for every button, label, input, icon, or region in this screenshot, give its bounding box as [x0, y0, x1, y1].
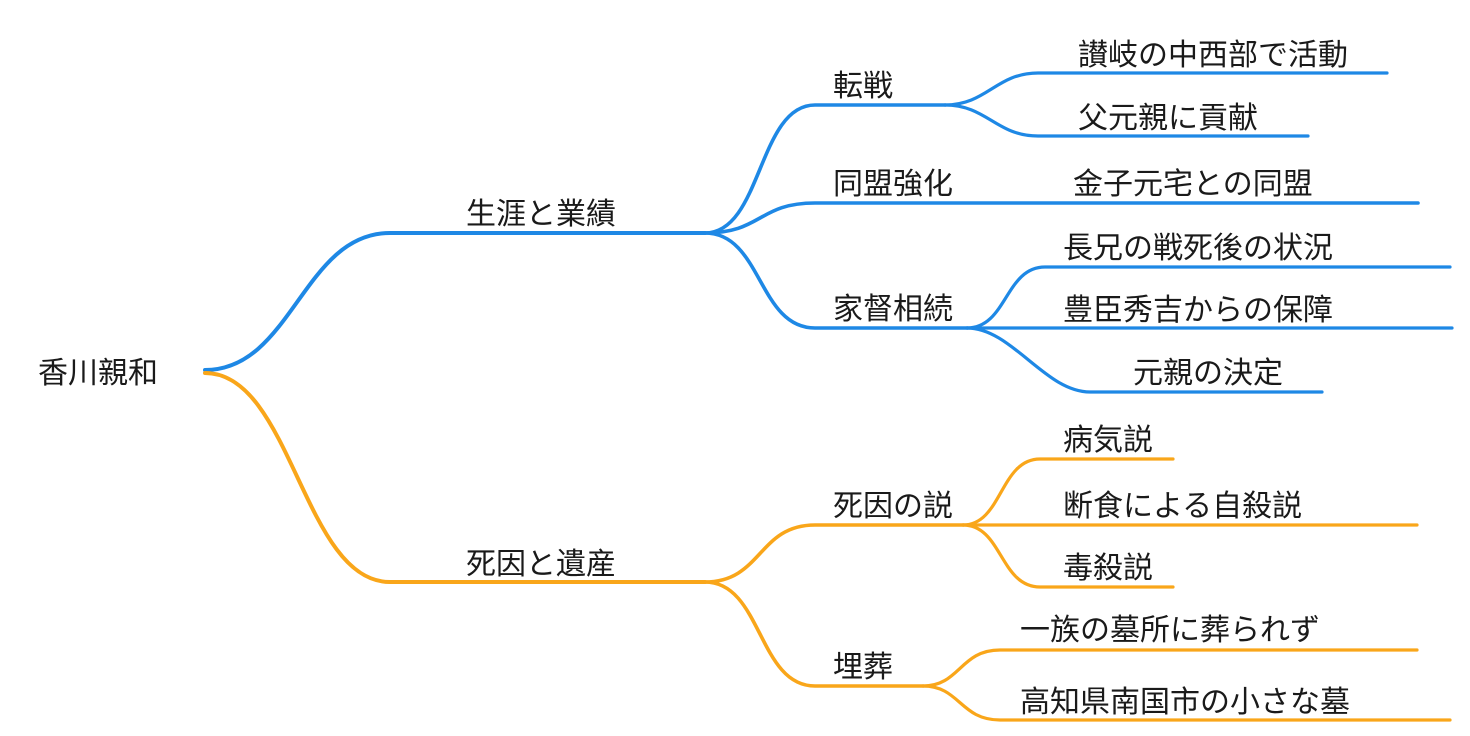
node-sanuki-activity[interactable]: 讃岐の中西部で活動: [1078, 39, 1348, 72]
link-death-to-theories: [703, 523, 965, 584]
node-labels: 香川親和 生涯と業績 死因と遺産 転戦 讃岐の中西部で活動 父元親に貢献 同盟強…: [38, 39, 1350, 719]
link-life-to-battles: [703, 103, 947, 235]
node-small-grave-nankoku[interactable]: 高知県南国市の小さな墓: [1020, 686, 1350, 719]
links-death-branch: [203, 371, 1452, 722]
node-contribution-to-motochika[interactable]: 父元親に貢献: [1078, 102, 1258, 135]
node-alliance-with-kaneko[interactable]: 金子元宅との同盟: [1073, 168, 1313, 201]
node-burial[interactable]: 埋葬: [833, 651, 893, 684]
link-life-to-alliance-and-kaneko: [703, 201, 1420, 235]
node-not-buried-family-grave[interactable]: 一族の墓所に葬られず: [1020, 614, 1320, 647]
node-battles[interactable]: 転戦: [833, 70, 893, 103]
node-death-and-legacy[interactable]: 死因と遺産: [466, 548, 616, 581]
link-theories-to-illness: [961, 457, 1175, 527]
node-poisoning-theory[interactable]: 毒殺説: [1063, 552, 1153, 585]
link-burial-to-nankoku-grave: [921, 684, 1452, 722]
node-guarantee-from-hideyoshi[interactable]: 豊臣秀吉からの保障: [1063, 294, 1333, 327]
node-motochika-decision[interactable]: 元親の決定: [1133, 357, 1283, 390]
node-after-eldest-brothers-death[interactable]: 長兄の戦死後の状況: [1063, 232, 1333, 265]
link-succession-to-motochika-decision: [965, 326, 1324, 394]
node-alliance-strengthening[interactable]: 同盟強化: [833, 168, 953, 201]
link-life-to-succession: [703, 231, 969, 330]
node-family-succession[interactable]: 家督相続: [833, 293, 953, 326]
links-life-branch: [203, 71, 1454, 394]
node-cause-of-death-theories[interactable]: 死因の説: [833, 490, 953, 523]
node-life-and-achievements[interactable]: 生涯と業績: [466, 198, 616, 231]
link-death-to-burial: [703, 580, 925, 688]
link-battles-to-contribution: [943, 103, 1310, 138]
link-burial-to-family-grave: [921, 648, 1419, 688]
node-fasting-suicide-theory[interactable]: 断食による自殺説: [1063, 490, 1302, 523]
node-illness-theory[interactable]: 病気説: [1063, 424, 1153, 457]
link-succession-to-eldest-brother: [965, 265, 1452, 330]
link-root-to-death: [203, 371, 707, 584]
node-kagawa-chikakazu[interactable]: 香川親和: [38, 357, 158, 390]
link-theories-to-poisoning: [961, 523, 1175, 589]
link-battles-to-sanuki-activity: [943, 71, 1389, 107]
link-root-to-life: [203, 231, 707, 372]
